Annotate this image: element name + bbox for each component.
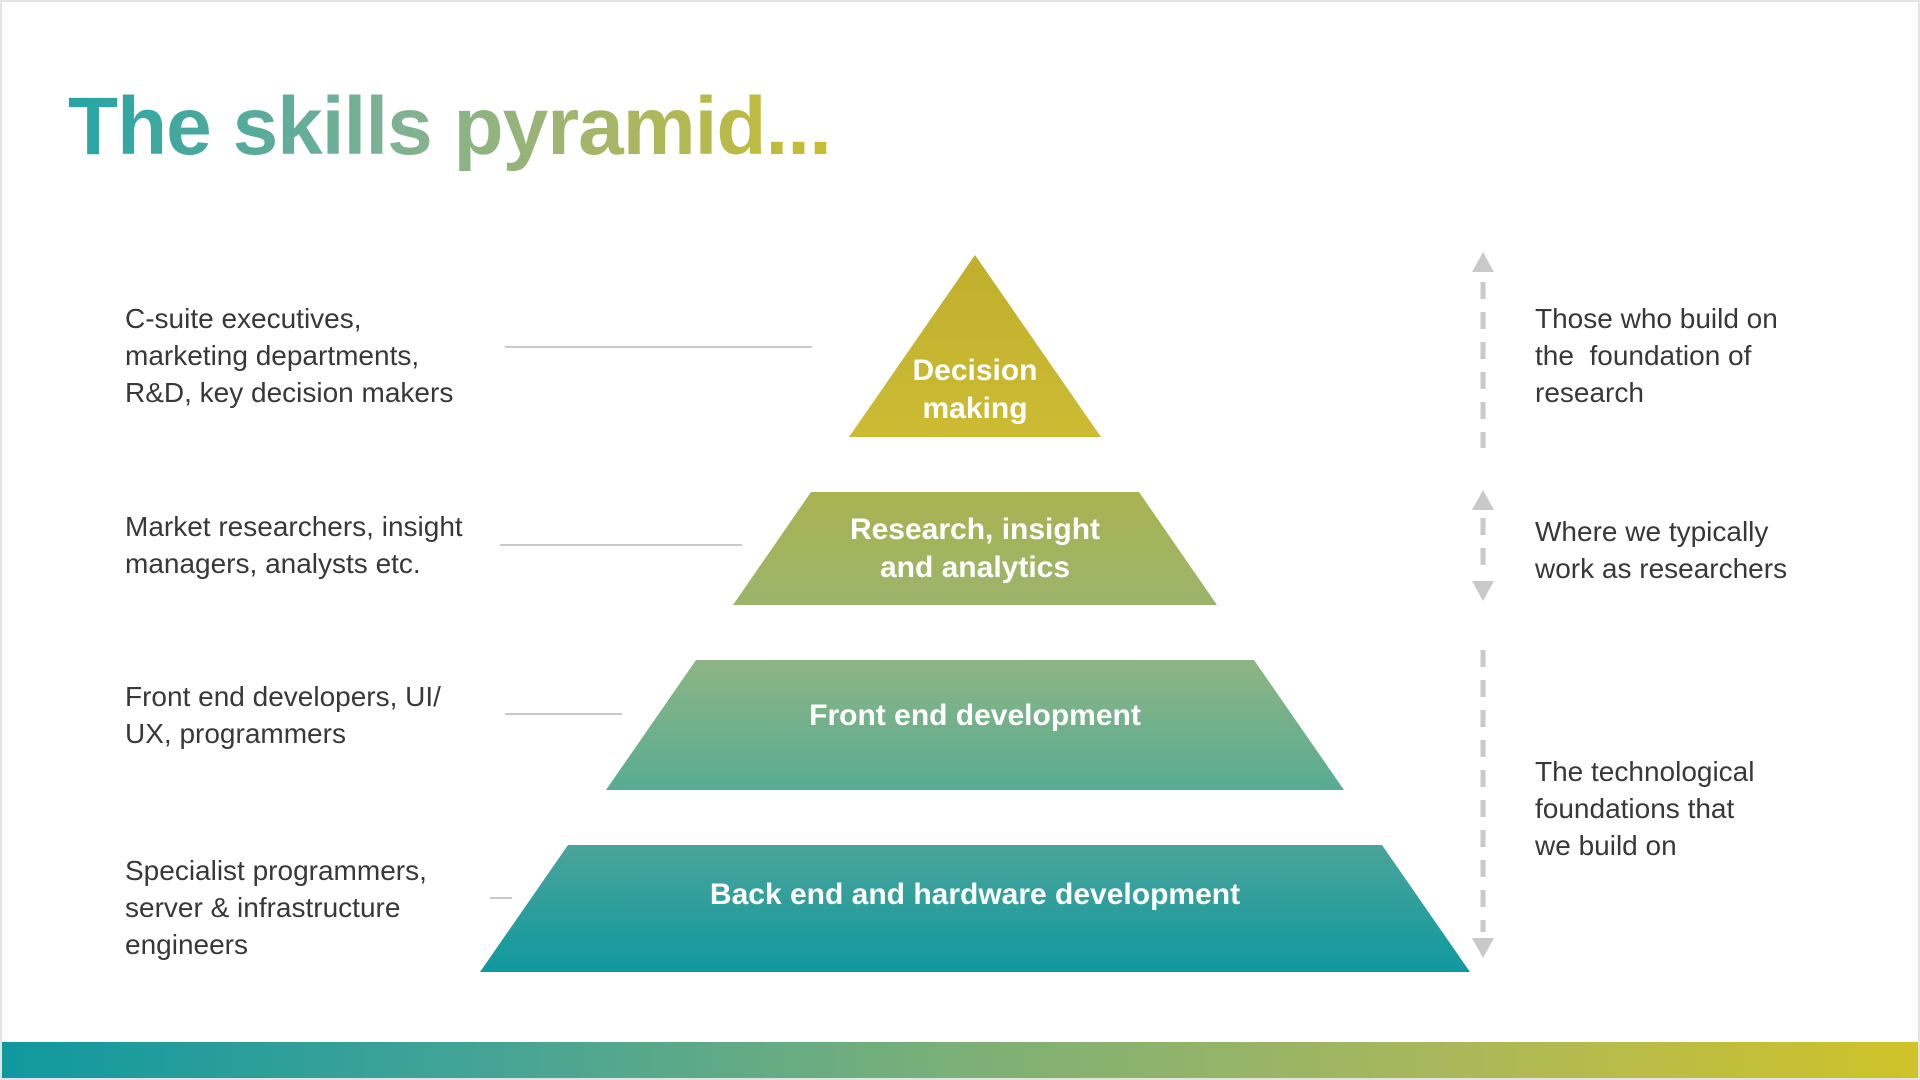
annotation-arrow-3: [1472, 650, 1494, 958]
tier-3-audience-label: Front end developers, UI/ UX, programmer…: [125, 681, 441, 749]
slide-title: The skills pyramid...: [68, 78, 832, 176]
arrow-up-icon: [1472, 490, 1494, 510]
arrow-down-icon: [1472, 938, 1494, 958]
tier-2-label: Research, insight and analytics: [849, 513, 1101, 584]
pyramid-tier-4-shape: [480, 845, 1470, 972]
pyramid-tier-1-shape: [849, 255, 1101, 437]
arrow-down-icon: [1472, 581, 1494, 601]
tier-1-label: Decision making: [912, 354, 1038, 425]
annotation-2-label: Where we typically work as researchers: [1535, 516, 1788, 584]
tier-1-audience-label: C-suite executives, marketing department…: [125, 303, 454, 408]
tier-4-label: Back end and hardware development: [709, 878, 1241, 911]
annotation-1-label: Those who build on the foundation of res…: [1535, 303, 1778, 408]
tier-3-label: Front end development: [809, 699, 1141, 732]
annotation-3-label: The technological foundations that we bu…: [1535, 756, 1755, 861]
pyramid-tier-2-shape: [733, 492, 1217, 605]
footer-gradient-bar: [2, 1042, 1918, 1078]
annotation-arrow-2: [1472, 490, 1494, 601]
arrow-up-icon: [1472, 252, 1494, 272]
pyramid-tier-3-shape: [606, 660, 1344, 790]
tier-2-audience-label: Market researchers, insight managers, an…: [125, 511, 463, 579]
annotation-arrow-1: [1472, 252, 1494, 448]
tier-4-audience-label: Specialist programmers, server & infrast…: [125, 855, 427, 960]
